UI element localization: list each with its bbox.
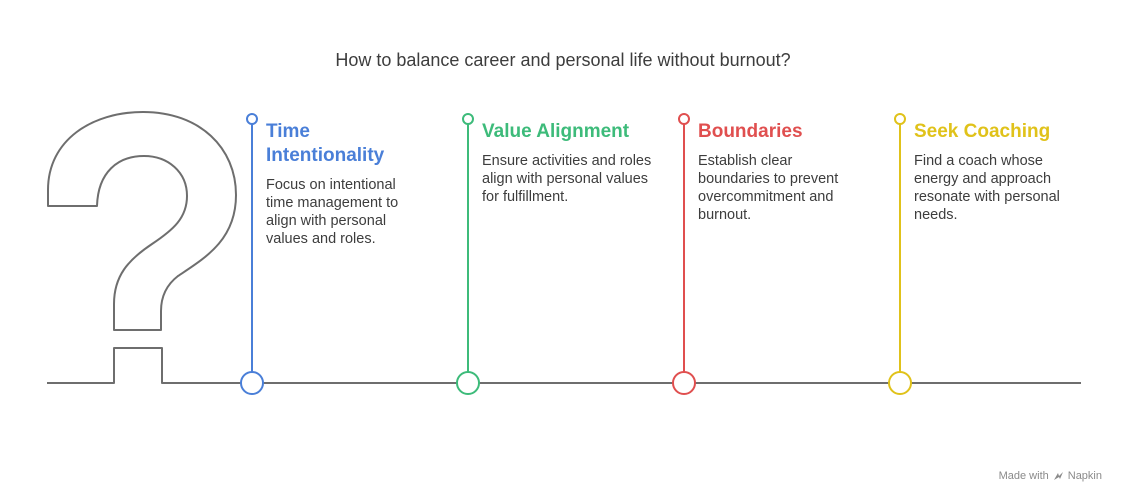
step-title: Seek Coaching xyxy=(914,121,1051,142)
step-top-dot xyxy=(246,113,258,125)
step-seek-coaching: Seek Coaching Find a coach whose energy … xyxy=(914,120,1089,224)
step-description: Establish clear boundaries to prevent ov… xyxy=(698,153,839,223)
step-top-dot xyxy=(894,113,906,125)
step-time-intentionality: Time Intentionality Focus on intentional… xyxy=(266,120,426,248)
step-title: Boundaries xyxy=(698,121,803,142)
step-title: Value Alignment xyxy=(482,121,630,142)
timeline-baseline xyxy=(47,347,1081,384)
step-description: Ensure activities and roles align with p… xyxy=(482,153,652,205)
step-baseline-node xyxy=(672,371,696,395)
question-mark-icon xyxy=(47,111,237,331)
step-title: Time Intentionality xyxy=(266,121,385,166)
credit-brand: Napkin xyxy=(1067,470,1102,482)
step-top-dot xyxy=(678,113,690,125)
step-top-dot xyxy=(462,113,474,125)
diagram-title: How to balance career and personal life … xyxy=(335,50,791,70)
credit-prefix: Made with xyxy=(998,470,1049,482)
step-boundaries: Boundaries Establish clear boundaries to… xyxy=(698,120,863,224)
made-with-credit[interactable]: Made with Napkin xyxy=(999,470,1102,482)
step-value-alignment: Value Alignment Ensure activities and ro… xyxy=(482,120,657,206)
step-baseline-node xyxy=(240,371,264,395)
step-baseline-node xyxy=(888,371,912,395)
step-baseline-node xyxy=(456,371,480,395)
step-description: Focus on intentional time management to … xyxy=(266,177,399,247)
step-description: Find a coach whose energy and approach r… xyxy=(914,153,1060,223)
napkin-logo-icon xyxy=(1053,471,1063,480)
